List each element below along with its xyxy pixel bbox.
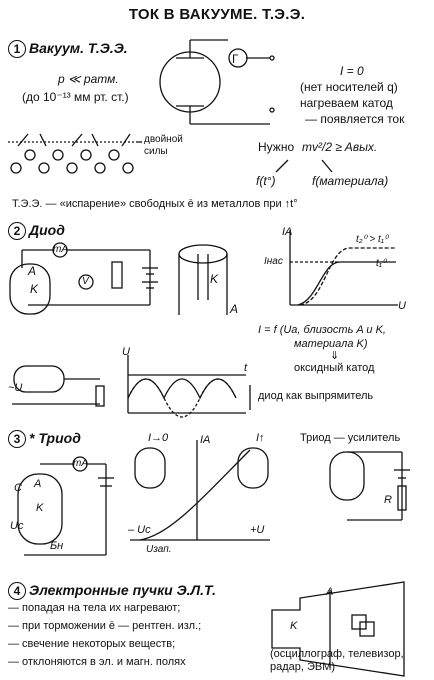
anode-label: A bbox=[28, 264, 37, 278]
f-material: f(материала) bbox=[312, 174, 389, 188]
iv-characteristic bbox=[289, 230, 398, 306]
rectifier-caption: диод как выпрямитель bbox=[258, 390, 374, 402]
u-cutoff-label: Uзап. bbox=[146, 544, 172, 555]
i-zero-label: I→0 bbox=[148, 432, 169, 444]
triode-a-label: A bbox=[34, 478, 42, 490]
no-carriers: (нет носителей q) bbox=[300, 80, 398, 94]
resistor-r-label: R bbox=[384, 494, 392, 506]
pressure-range: (до 10⁻¹³ мм рт. ст.) bbox=[22, 90, 129, 104]
ma-label: mA bbox=[53, 244, 68, 255]
diode-circuit bbox=[9, 242, 158, 315]
triode-circuit bbox=[17, 456, 114, 556]
triode-characteristic bbox=[130, 440, 270, 541]
section-number: 2 bbox=[8, 222, 26, 240]
current-appears: — появляется ток bbox=[305, 112, 405, 126]
grid-c-label: C bbox=[14, 482, 22, 494]
section-title: * Триод bbox=[29, 430, 81, 446]
oxide-cathode: оксидный катод bbox=[294, 362, 375, 374]
energy-condition: mv²/2 ≥ Aвых. bbox=[302, 140, 378, 154]
amplifier-circuit bbox=[329, 451, 410, 521]
graph-u-label: U bbox=[122, 346, 130, 358]
formula-arrows bbox=[275, 159, 333, 173]
implies-arrow: ⇓ bbox=[330, 350, 340, 362]
crt-property-1: — попадая на тела их нагревают; bbox=[8, 602, 181, 614]
ion-row bbox=[10, 149, 134, 174]
triode-tube-small bbox=[134, 447, 269, 489]
crt-property-3: — свечение некоторых веществ; bbox=[8, 638, 176, 650]
pressure-label: p ≪ pатм. bbox=[58, 72, 119, 86]
section-number: 3 bbox=[8, 430, 26, 448]
f-temperature: f(t°) bbox=[256, 174, 276, 188]
diode-formula: I = f (Ua, близость A и K, bbox=[258, 324, 386, 336]
isat-label: Iнас bbox=[264, 256, 283, 267]
section-number: 1 bbox=[8, 40, 26, 58]
page-title: ТОК В ВАКУУМЕ. Т.Э.Э. bbox=[128, 6, 306, 23]
crt-cathode-label: K bbox=[290, 620, 298, 632]
galvanometer-label: Г bbox=[232, 52, 239, 66]
rectifier-graph bbox=[127, 355, 251, 418]
uc-label: Uc bbox=[10, 520, 24, 532]
triode-ma: mA bbox=[73, 458, 88, 469]
electron-arrows bbox=[17, 133, 131, 147]
bn-label: Бн bbox=[50, 540, 64, 552]
crt-uses: (осциллограф, телевизор, радар, ЭВМ) bbox=[270, 648, 404, 673]
metal-surface bbox=[8, 133, 142, 174]
i-up-label: I↑ bbox=[256, 432, 265, 444]
cylinder-k-label: K bbox=[210, 272, 219, 286]
cathode-label: K bbox=[30, 282, 39, 296]
crt-property-4: — отклоняются в эл. и магн. полях bbox=[8, 656, 186, 668]
double-layer-label: двойной силы bbox=[144, 134, 183, 157]
triode-ia-label: IA bbox=[200, 434, 211, 446]
section-title: Диод bbox=[29, 222, 65, 238]
cylinder-a-label: A bbox=[230, 302, 239, 316]
cylinder-electrode bbox=[178, 244, 228, 315]
triode-k-label: K bbox=[36, 502, 44, 514]
section-number: 4 bbox=[8, 582, 26, 600]
section-3-heading: 3* Триод bbox=[8, 430, 81, 448]
section-title: Электронные пучки Э.Л.Т. bbox=[29, 582, 216, 598]
current-zero: I = 0 bbox=[340, 64, 364, 78]
amplifier-caption: Триод — усилитель bbox=[300, 432, 401, 444]
rectifier-circuit bbox=[12, 365, 105, 407]
need-label: Нужно bbox=[258, 140, 295, 154]
heat-cathode: нагреваем катод bbox=[300, 96, 393, 110]
t1-label: t₁⁰ bbox=[376, 258, 386, 269]
ia-label: IA bbox=[282, 226, 293, 238]
graph-t-label: t bbox=[244, 362, 248, 374]
tee-definition: Т.Э.Э. — «испарение» свободных ē из мета… bbox=[12, 198, 298, 210]
crt-anode-label: A bbox=[326, 586, 334, 598]
minus-uc-label: – Uc bbox=[128, 524, 151, 536]
crt-tube bbox=[271, 581, 405, 677]
vacuum-tube-circuit bbox=[159, 39, 275, 125]
u-axis-label: U bbox=[398, 300, 406, 312]
t-compare: t₂⁰ > t₁⁰ bbox=[356, 234, 388, 245]
section-title: Вакуум. Т.Э.Э. bbox=[29, 40, 128, 56]
v-label: V bbox=[82, 276, 89, 287]
plus-u-label: +U bbox=[250, 524, 265, 536]
ac-source-label: ~U bbox=[8, 382, 23, 394]
crt-property-2: — при торможении ē — рентген. изл.; bbox=[8, 620, 202, 632]
diode-formula-2: материала K) bbox=[294, 338, 368, 350]
